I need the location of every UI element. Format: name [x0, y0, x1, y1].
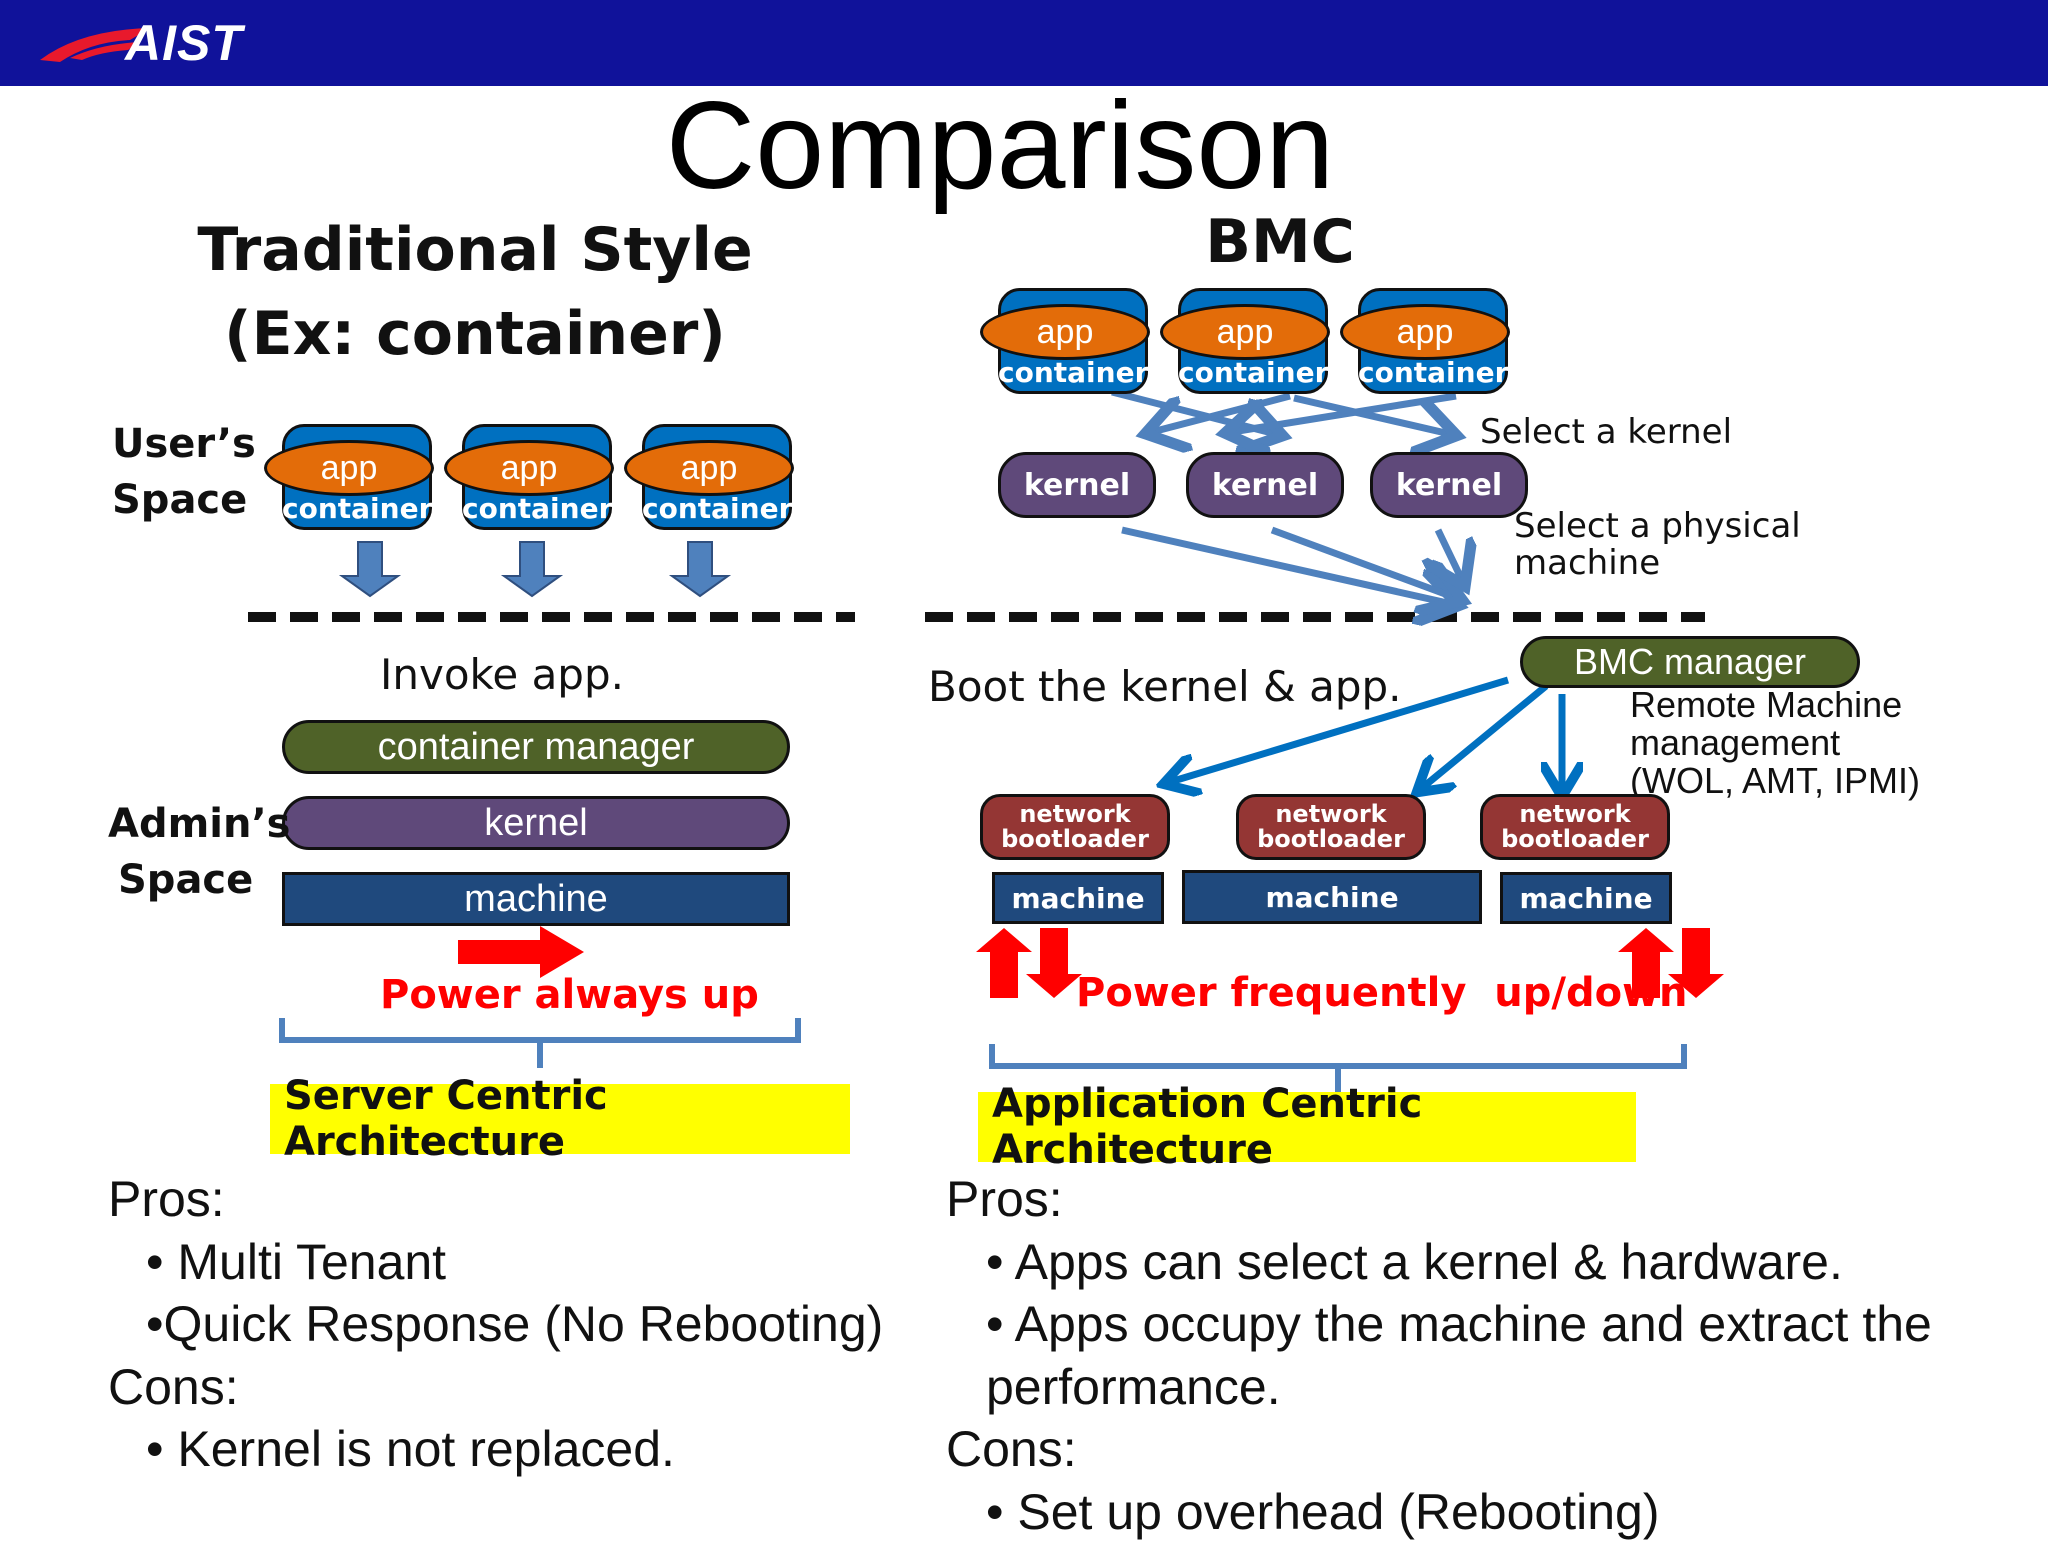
right-pros-item: • Apps can select a kernel & hardware.	[946, 1231, 1932, 1294]
network-bootloader-box: network bootloader	[1480, 794, 1670, 860]
users-space-label: User’s Space	[112, 416, 256, 528]
bootloader-line2: bootloader	[1001, 827, 1149, 852]
machine-box: machine	[1500, 872, 1672, 924]
left-heading: Traditional Style (Ex: container)	[160, 208, 790, 376]
users-space-line2: Space	[112, 472, 256, 528]
app-oval: app	[1340, 304, 1510, 360]
kernel-option: kernel	[1370, 452, 1528, 518]
left-heading-line2: (Ex: container)	[160, 292, 790, 376]
app-container-stack: app container	[1340, 288, 1510, 400]
left-pros-item: • Multi Tenant	[108, 1231, 883, 1294]
admins-space-line1: Admin’s	[108, 796, 290, 852]
kernel-box: kernel	[282, 796, 790, 850]
container-label: container	[282, 492, 432, 525]
power-frequently-text: Power frequently up/down	[1076, 970, 1688, 1016]
bootloader-line2: bootloader	[1257, 827, 1405, 852]
server-centric-label: Server Centric Architecture	[270, 1084, 850, 1154]
right-cons-label: Cons:	[946, 1418, 1932, 1481]
app-container-stack: app container	[264, 424, 434, 536]
container-label: container	[642, 492, 792, 525]
right-pros-item: • Apps occupy the machine and extract th…	[946, 1293, 1932, 1356]
right-pros-label: Pros:	[946, 1168, 1932, 1231]
machine-box: machine	[1182, 870, 1482, 924]
app-container-stack: app container	[624, 424, 794, 536]
right-heading: BMC	[1180, 200, 1380, 284]
machine-box: machine	[282, 872, 790, 926]
app-oval: app	[264, 440, 434, 496]
admins-space-line2: Space	[108, 852, 290, 908]
left-cons-label: Cons:	[108, 1356, 883, 1419]
app-container-stack: app container	[980, 288, 1150, 400]
app-oval: app	[624, 440, 794, 496]
bmc-manager-box: BMC manager	[1520, 636, 1860, 688]
network-bootloader-box: network bootloader	[1236, 794, 1426, 860]
app-container-stack: app container	[1160, 288, 1330, 400]
kernel-option: kernel	[998, 452, 1156, 518]
kernel-option: kernel	[1186, 452, 1344, 518]
boot-kernel-text: Boot the kernel & app.	[928, 664, 1401, 710]
container-manager-box: container manager	[282, 720, 790, 774]
select-physical-machine-text: Select a physical machine	[1514, 508, 1801, 583]
app-container-stack: app container	[444, 424, 614, 536]
bootloader-line1: network	[1019, 802, 1130, 827]
container-label: container	[1358, 356, 1508, 389]
admins-space-label: Admin’s Space	[108, 796, 290, 908]
users-space-line1: User’s	[112, 416, 256, 472]
invoke-app-text: Invoke app.	[380, 652, 624, 698]
left-pros-cons: Pros: • Multi Tenant •Quick Response (No…	[108, 1168, 883, 1481]
network-bootloader-box: network bootloader	[980, 794, 1170, 860]
down-arrow-icon	[342, 542, 728, 596]
container-label: container	[462, 492, 612, 525]
left-pros-label: Pros:	[108, 1168, 883, 1231]
container-label: container	[1178, 356, 1328, 389]
remote-line1: Remote Machine	[1630, 686, 1920, 724]
app-oval: app	[1160, 304, 1330, 360]
application-centric-label: Application Centric Architecture	[978, 1092, 1636, 1162]
bootloader-line2: bootloader	[1501, 827, 1649, 852]
remote-line2: management	[1630, 724, 1920, 762]
remote-management-text: Remote Machine management (WOL, AMT, IPM…	[1630, 686, 1920, 799]
machine-box: machine	[992, 872, 1164, 924]
right-pros-cons: Pros: • Apps can select a kernel & hardw…	[946, 1168, 1932, 1543]
remote-line3: (WOL, AMT, IPMI)	[1630, 762, 1920, 800]
bootloader-line1: network	[1519, 802, 1630, 827]
app-oval: app	[980, 304, 1150, 360]
right-cons-item: • Set up overhead (Rebooting)	[946, 1481, 1932, 1543]
left-heading-line1: Traditional Style	[160, 208, 790, 292]
app-oval: app	[444, 440, 614, 496]
container-label: container	[998, 356, 1148, 389]
power-always-up-text: Power always up	[380, 972, 759, 1018]
left-pros-item: •Quick Response (No Rebooting)	[108, 1293, 883, 1356]
right-arrow-icon	[458, 926, 584, 978]
right-pros-item: performance.	[946, 1356, 1932, 1419]
select-kernel-text: Select a kernel	[1480, 414, 1732, 451]
left-cons-item: • Kernel is not replaced.	[108, 1418, 883, 1481]
bootloader-line1: network	[1275, 802, 1386, 827]
select-physical-line2: machine	[1514, 545, 1801, 582]
brace-left	[282, 1018, 798, 1068]
select-physical-line1: Select a physical	[1514, 508, 1801, 545]
